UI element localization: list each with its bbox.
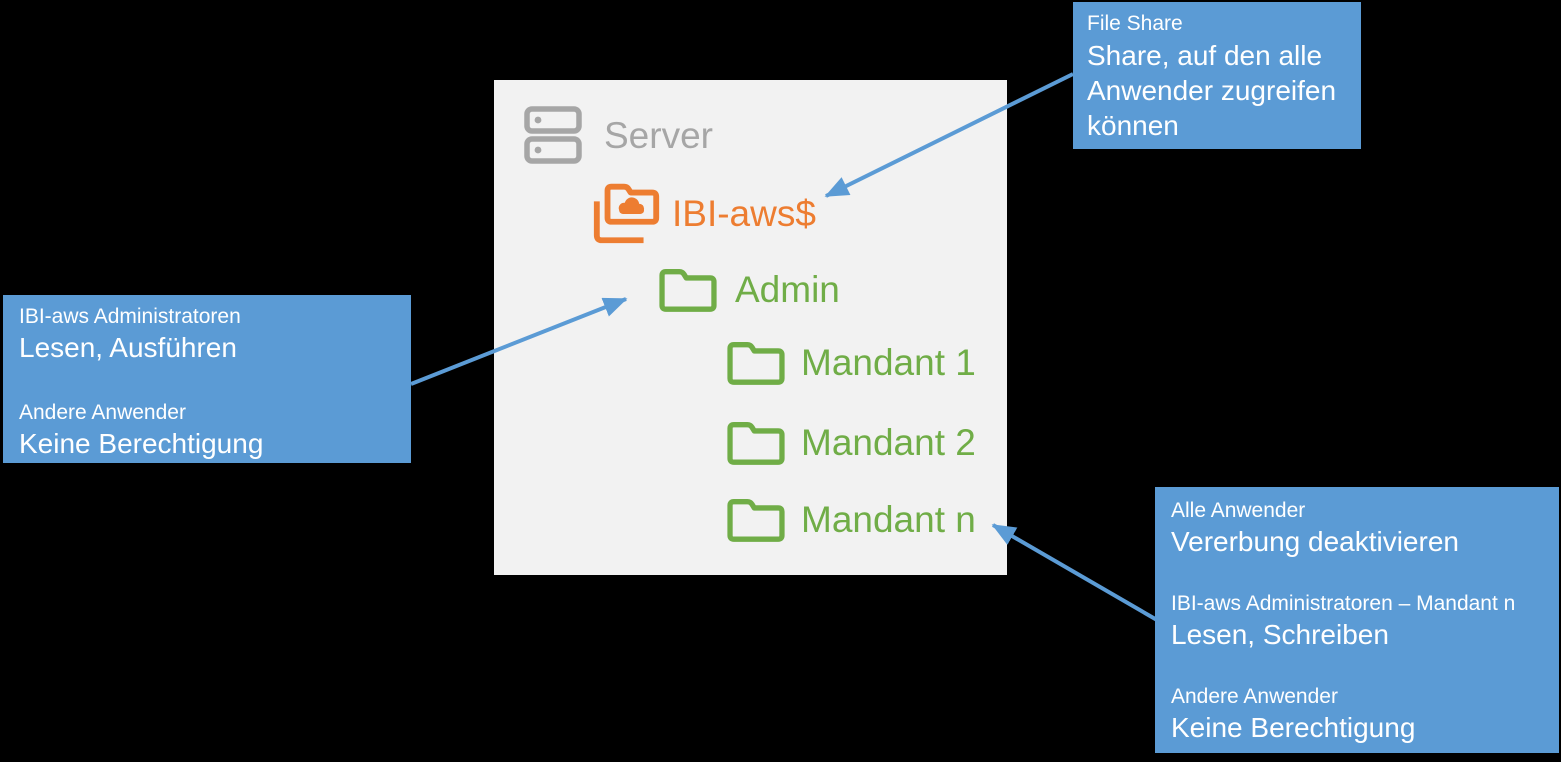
server-label: Server — [604, 114, 713, 156]
callout-body: Vererbung deaktivieren — [1171, 526, 1459, 557]
server-panel: Server IBI-aws$ A — [494, 80, 1007, 575]
callout-heading: IBI-aws Administratoren — [19, 305, 241, 328]
callout-body: Lesen, Ausführen — [19, 332, 237, 363]
callout-heading: File Share — [1087, 12, 1183, 35]
callout-body: Lesen, Schreiben — [1171, 619, 1389, 650]
callout-heading: Alle Anwender — [1171, 499, 1306, 522]
tree-item-mandant-2: Mandant 2 — [725, 417, 976, 467]
folder-icon — [727, 422, 785, 465]
folder-label: Admin — [735, 268, 840, 310]
tree-item-ibi-aws-share: IBI-aws$ — [590, 180, 816, 246]
share-label: IBI-aws$ — [672, 192, 816, 234]
callout-heading: IBI-aws Administratoren – Mandant n — [1171, 592, 1516, 615]
arrow-mandant-callout-to-mandant-n — [991, 523, 1159, 622]
callout-heading: Andere Anwender — [1171, 685, 1338, 708]
folder-icon — [659, 269, 717, 312]
tree-item-mandant-n: Mandant n — [725, 494, 976, 544]
callout-body: Share, auf den alle Anwender zugreifen k… — [1087, 40, 1337, 141]
callout-body: Keine Berechtigung — [1171, 712, 1416, 743]
folder-icon — [727, 342, 785, 385]
tree-item-server: Server — [524, 106, 713, 164]
tree-item-mandant-1: Mandant 1 — [725, 337, 976, 387]
folder-icon — [727, 499, 785, 542]
callout-heading: Andere Anwender — [19, 401, 186, 424]
shared-folder-cloud-icon — [593, 183, 660, 244]
folder-label: Mandant n — [801, 498, 976, 540]
server-icon — [524, 106, 582, 164]
tree-item-admin: Admin — [657, 264, 840, 314]
folder-label: Mandant 2 — [801, 421, 976, 463]
callout-body: Keine Berechtigung — [19, 428, 264, 459]
callout-file-share: File Share Share, auf den alle Anwender … — [1073, 2, 1361, 149]
folder-label: Mandant 1 — [801, 341, 976, 383]
callout-admin-permissions: IBI-aws Administratoren Lesen, Ausführen… — [3, 295, 411, 463]
callout-mandant-permissions: Alle Anwender Vererbung deaktivieren IBI… — [1155, 487, 1559, 753]
